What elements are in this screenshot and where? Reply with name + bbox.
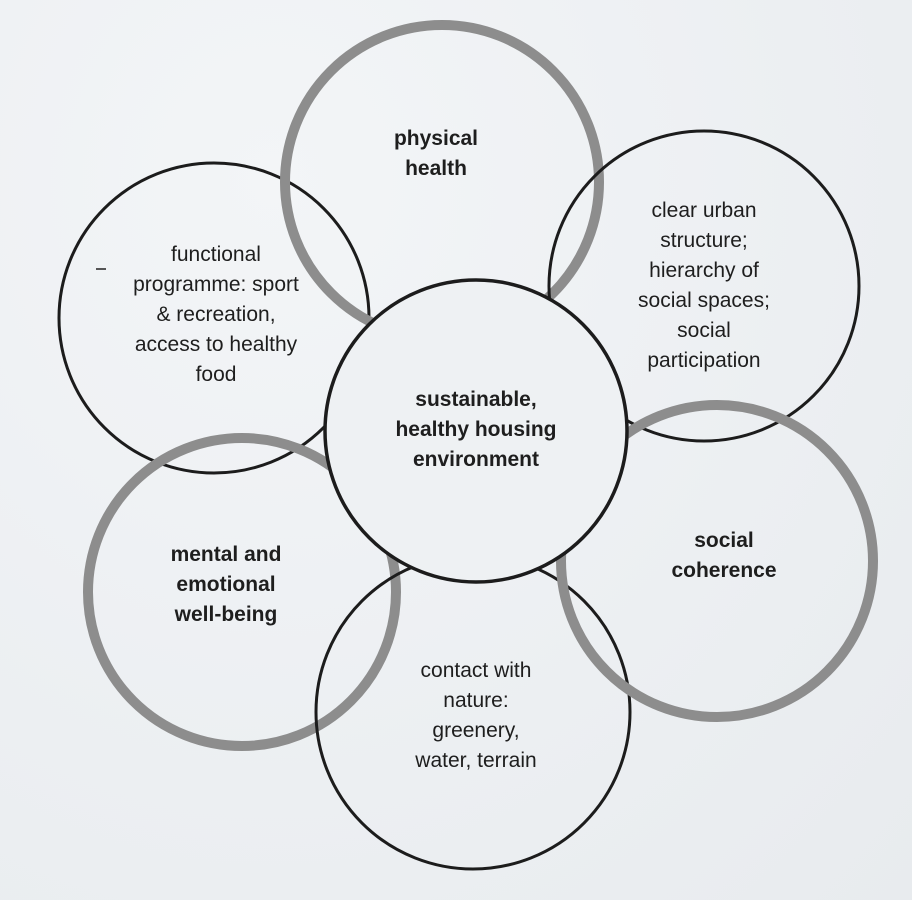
stray-mark — [96, 268, 106, 270]
petal-label-physical-health: physical health — [393, 127, 479, 180]
petal-label-social-coherence: social coherence — [671, 529, 777, 582]
petal-label-functional-programme: functional programme: sport & recreation… — [133, 243, 299, 386]
center-circle-fill — [325, 280, 627, 582]
ring-mental-emotional — [83, 433, 401, 751]
ring-social-coherence — [556, 400, 878, 722]
ring-clear-urban-structure — [547, 129, 861, 443]
petal-label-contact-with-nature: contact with nature: greenery, water, te… — [415, 659, 537, 772]
petal-label-mental-emotional: mental and emotional well-being — [170, 543, 282, 626]
petal-label-clear-urban-structure: clear urban structure; hierarchy of soci… — [638, 199, 770, 372]
center-label: sustainable, healthy housing environment — [395, 388, 557, 471]
ring-center — [323, 278, 629, 584]
